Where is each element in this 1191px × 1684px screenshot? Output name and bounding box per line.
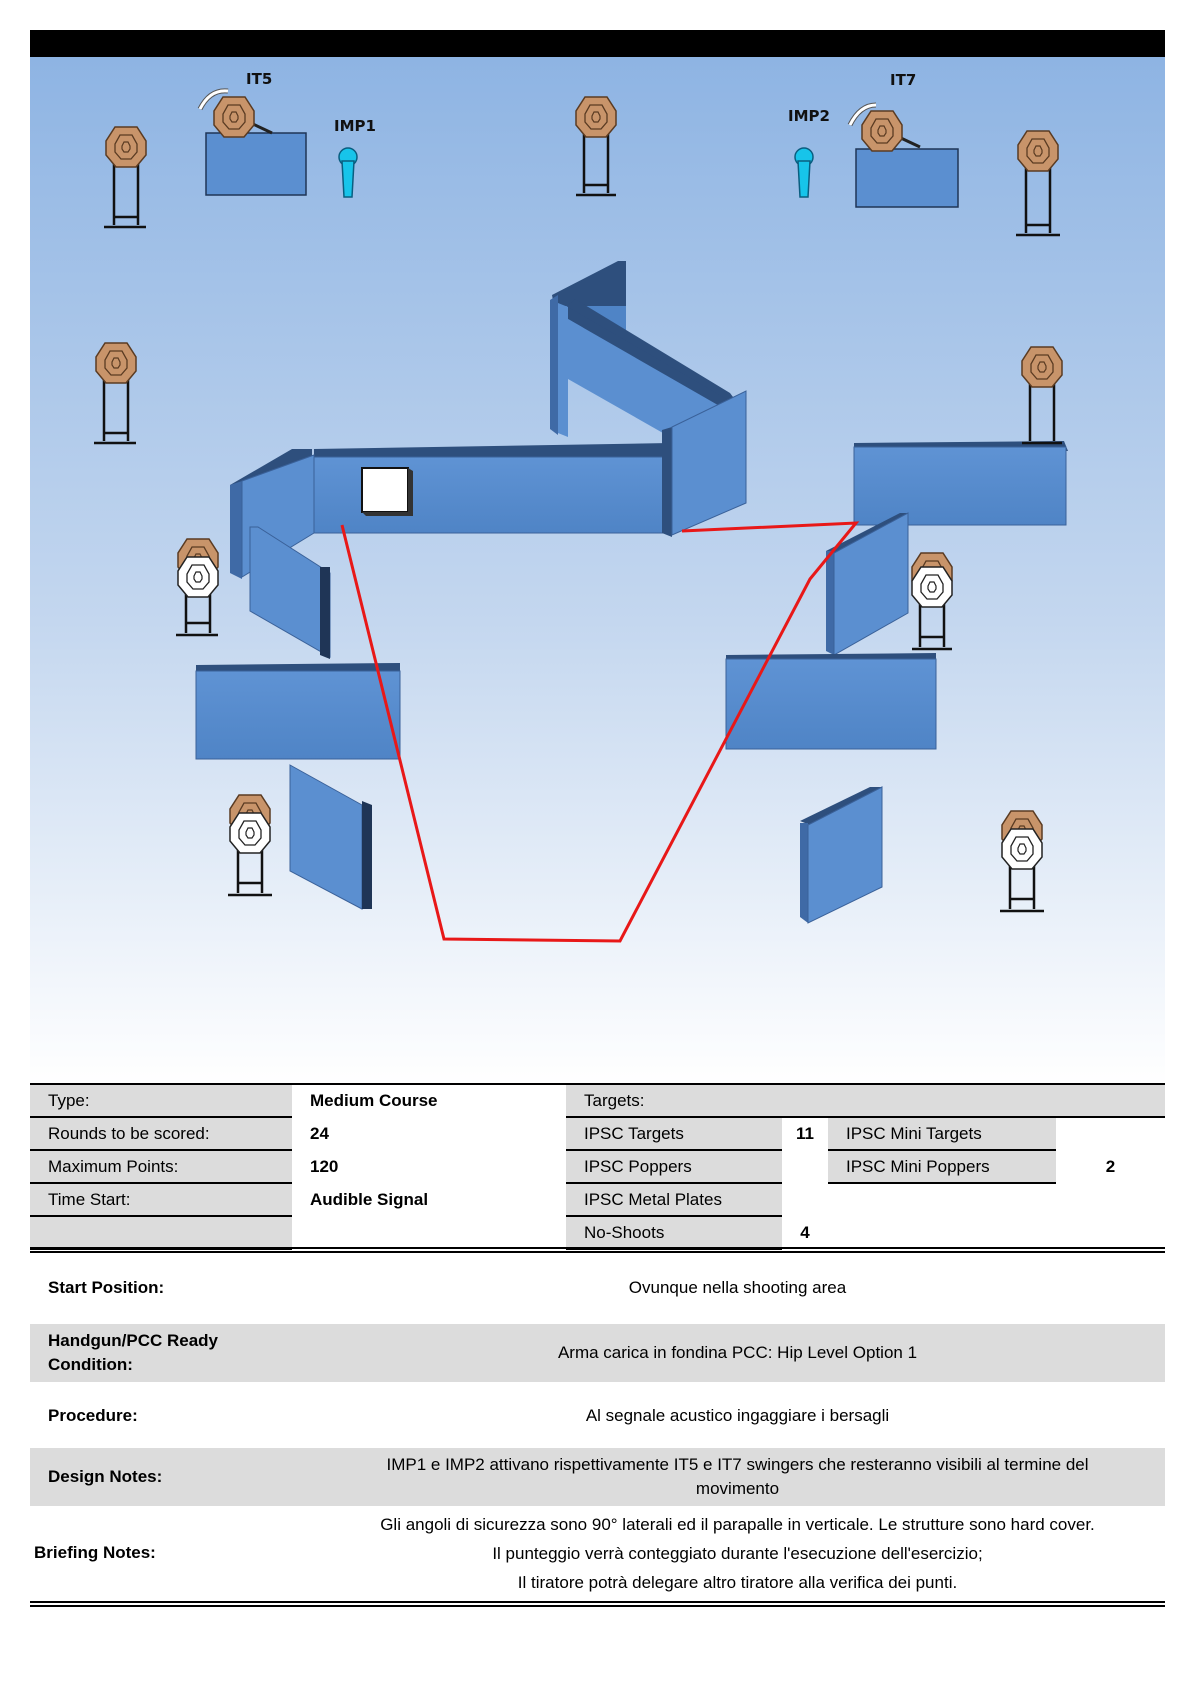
divider-top xyxy=(30,1247,1165,1249)
ipsc-targets-value: 11 xyxy=(782,1117,828,1150)
wall-back-angled xyxy=(550,261,736,443)
target-top-right xyxy=(1016,130,1060,237)
time-start-label: Time Start: xyxy=(30,1183,292,1217)
stage-diagram: IT5 IT7 IMP1 IMP2 xyxy=(30,57,1165,1085)
start-position-label: Start Position: xyxy=(48,1278,165,1297)
ipsc-poppers-label: IPSC Poppers xyxy=(566,1150,782,1184)
max-points-label: Maximum Points: xyxy=(30,1150,292,1184)
wall-bottom-left xyxy=(289,764,372,910)
divider-bottom-2 xyxy=(30,1605,1165,1607)
ipsc-mini-poppers-label: IPSC Mini Poppers xyxy=(828,1150,1056,1184)
ipsc-targets-label: IPSC Targets xyxy=(566,1117,782,1151)
wall-right-upper xyxy=(853,441,1068,526)
targets-header: Targets: xyxy=(566,1083,1166,1118)
no-shoots-label: No-Shoots xyxy=(566,1216,782,1250)
popper-imp1: IMP1 xyxy=(334,117,376,198)
start-position-value: Ovunque nella shooting area xyxy=(628,1278,847,1297)
procedure-value: Al segnale acustico ingaggiare i bersagl… xyxy=(585,1406,890,1425)
max-points-value: 120 xyxy=(292,1150,548,1183)
type-value: Medium Course xyxy=(292,1083,548,1117)
popper-imp2: IMP2 xyxy=(788,107,830,198)
time-start-value: Audible Signal xyxy=(292,1183,548,1216)
stage-info-table: Type: Medium Course Targets: Rounds to b… xyxy=(30,1083,1166,1250)
divider-bottom xyxy=(30,1601,1165,1603)
label-it7: IT7 xyxy=(890,71,916,89)
rounds-label: Rounds to be scored: xyxy=(30,1117,292,1151)
target-noshoot-bottom-left xyxy=(228,794,272,897)
briefing-notes-label: Briefing Notes: xyxy=(34,1543,156,1562)
briefing-notes-row: Briefing Notes: Gli angoli di sicurezza … xyxy=(30,1509,1165,1597)
procedure-label: Procedure: xyxy=(48,1406,138,1425)
wall-right-lower xyxy=(725,653,937,750)
wall-right-short xyxy=(826,512,909,656)
wall-long-middle xyxy=(230,390,747,579)
wall-left-lower xyxy=(195,663,401,760)
metal-plate xyxy=(361,467,413,516)
briefing-notes-value: Gli angoli di sicurezza sono 90° lateral… xyxy=(380,1514,1095,1592)
start-position-row: Start Position: Ovunque nella shooting a… xyxy=(30,1262,1165,1314)
header-bar xyxy=(30,30,1165,57)
divider-top-2 xyxy=(30,1251,1165,1253)
design-notes-row: Design Notes: IMP1 e IMP2 attivano rispe… xyxy=(30,1448,1165,1506)
label-imp1: IMP1 xyxy=(334,117,376,135)
ready-condition-row: Handgun/PCC Ready Condition: Arma carica… xyxy=(30,1324,1165,1382)
rounds-value: 24 xyxy=(292,1117,548,1150)
ready-condition-label: Handgun/PCC Ready Condition: xyxy=(48,1331,219,1374)
type-label: Type: xyxy=(30,1083,292,1118)
wall-left-short xyxy=(249,526,331,659)
target-top-left xyxy=(104,126,147,229)
target-noshoot-right xyxy=(911,552,953,651)
target-mid-right xyxy=(1021,346,1063,445)
design-notes-label: Design Notes: xyxy=(48,1467,163,1486)
ipsc-metal-plates-label: IPSC Metal Plates xyxy=(566,1183,782,1217)
ready-condition-value: Arma carica in fondina PCC: Hip Level Op… xyxy=(557,1343,918,1362)
label-it5: IT5 xyxy=(246,70,272,88)
target-noshoot-left xyxy=(176,538,219,637)
target-mid-left xyxy=(94,342,137,445)
swinger-it5: IT5 xyxy=(197,70,273,138)
wall-bottom-right xyxy=(800,786,883,924)
target-noshoot-bottom-right xyxy=(1000,810,1044,913)
procedure-row: Procedure: Al segnale acustico ingaggiar… xyxy=(30,1390,1165,1442)
ipsc-mini-poppers-value: 2 xyxy=(1056,1150,1166,1183)
fault-line xyxy=(340,521,860,943)
design-notes-value: IMP1 e IMP2 attivano rispettivamente IT5… xyxy=(386,1455,1089,1498)
ipsc-mini-targets-label: IPSC Mini Targets xyxy=(828,1117,1056,1151)
target-top-center xyxy=(575,96,617,197)
swinger-it7: IT7 xyxy=(847,71,921,152)
range-background xyxy=(30,57,1165,1085)
walls xyxy=(195,132,1068,924)
cover-box-it5 xyxy=(205,132,307,196)
label-imp2: IMP2 xyxy=(788,107,830,125)
cover-box-it7 xyxy=(855,148,959,208)
no-shoots-value: 4 xyxy=(782,1216,828,1249)
